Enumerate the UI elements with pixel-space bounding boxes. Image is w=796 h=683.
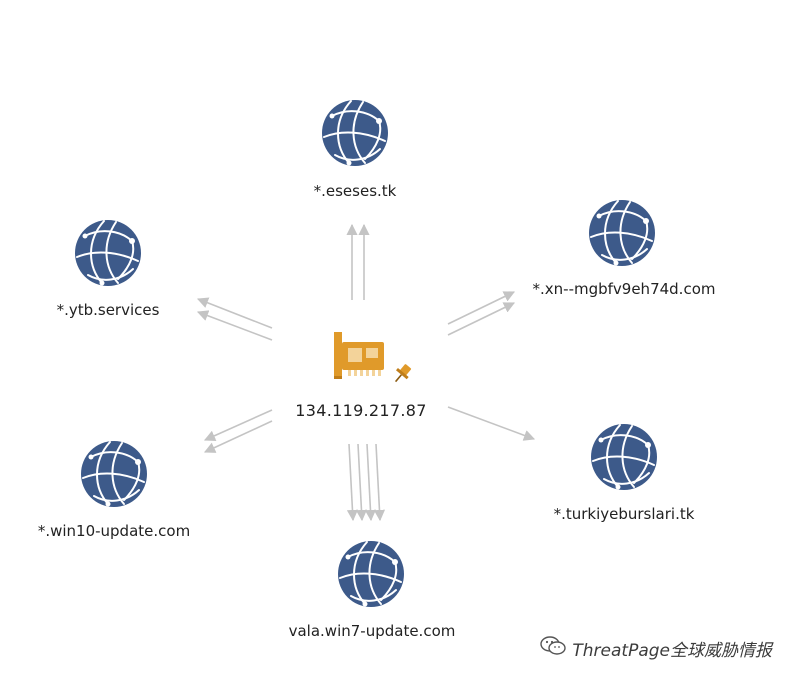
edges-lower-left bbox=[203, 409, 273, 453]
edges-top bbox=[346, 223, 370, 300]
node-label: *.eseses.tk bbox=[314, 182, 397, 200]
node-upper-left[interactable]: *.ytb.services bbox=[57, 219, 160, 319]
edges-bottom bbox=[346, 443, 386, 522]
globe-icon bbox=[337, 540, 405, 608]
node-label: *.turkiyeburslari.tk bbox=[554, 505, 695, 523]
pin-icon bbox=[394, 364, 412, 383]
node-upper-right[interactable]: *.xn--mgbfv9eh74d.com bbox=[533, 199, 716, 298]
edges-upper-right bbox=[447, 291, 516, 336]
edges-upper-left bbox=[196, 297, 273, 341]
globe-icon bbox=[74, 219, 142, 287]
network-card-icon bbox=[334, 332, 384, 379]
node-bottom[interactable]: vala.win7-update.com bbox=[289, 540, 456, 640]
edges-lower-right bbox=[447, 406, 536, 441]
node-label: *.ytb.services bbox=[57, 301, 160, 319]
node-top[interactable]: *.eseses.tk bbox=[314, 99, 397, 200]
node-lower-left[interactable]: *.win10-update.com bbox=[38, 440, 190, 540]
node-label: *.win10-update.com bbox=[38, 522, 190, 540]
node-label: *.xn--mgbfv9eh74d.com bbox=[533, 280, 716, 298]
globe-icon bbox=[590, 423, 658, 491]
globe-icon bbox=[588, 199, 656, 267]
watermark-text: ThreatPage全球威胁情报 bbox=[572, 641, 772, 661]
node-lower-right[interactable]: *.turkiyeburslari.tk bbox=[554, 423, 695, 523]
globe-icon bbox=[321, 99, 389, 167]
watermark: ThreatPage全球威胁情报 bbox=[540, 636, 772, 661]
center-node[interactable]: 134.119.217.87 bbox=[295, 332, 426, 420]
wechat-icon bbox=[540, 636, 567, 661]
globe-icon bbox=[80, 440, 148, 508]
center-label: 134.119.217.87 bbox=[295, 401, 426, 420]
node-label: vala.win7-update.com bbox=[289, 622, 456, 640]
